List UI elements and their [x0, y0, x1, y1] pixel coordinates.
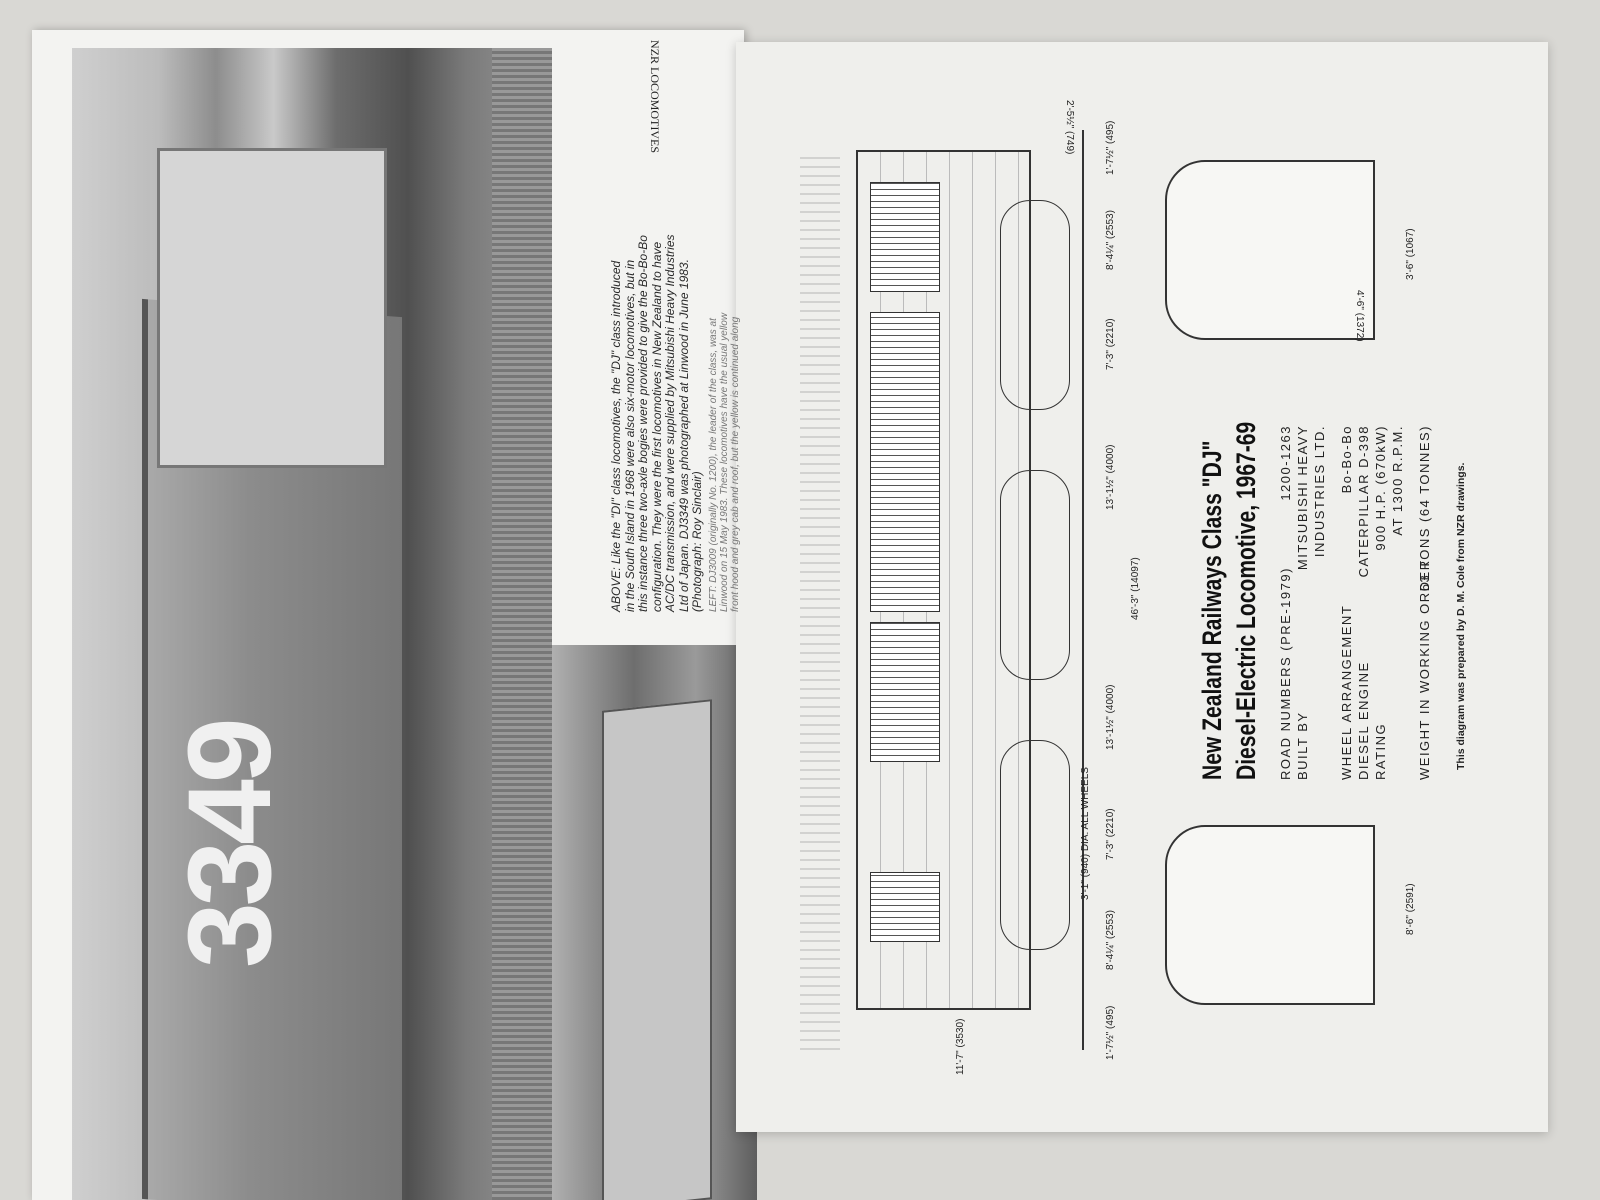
dim-overall-length: 46'-3" (14097) — [1130, 557, 1141, 620]
diagram-credit: This diagram was prepared by D. M. Cole … — [1455, 462, 1467, 770]
spec-value: AT 1300 R.P.M. — [1390, 425, 1405, 536]
spec-value: INDUSTRIES LTD. — [1312, 425, 1327, 558]
bogie — [1000, 200, 1070, 410]
caption-line: (Photograph: Roy Sinclair) — [690, 471, 704, 612]
dim-bogie-wheelbase-2: 7'-3" (2210) — [1105, 318, 1116, 370]
rail-line — [1082, 130, 1084, 1050]
show-through-text — [800, 150, 840, 1050]
spec-value: 900 H.P. (670kW) — [1373, 425, 1388, 551]
dim-end-to-bogie: 8'-4¼" (2553) — [1105, 910, 1116, 970]
grille — [870, 622, 940, 762]
caption-line: Linwood on 15 May 1983. These locomotive… — [719, 312, 730, 612]
dim-wheel-dia: 3'-1" (940) DIA. ALL WHEELS — [1080, 767, 1091, 900]
ballast — [492, 48, 552, 1200]
dim-bogie-wheelbase: 7'-3" (2210) — [1105, 808, 1116, 860]
spec-value: CATERPILLAR D-398 — [1356, 425, 1371, 578]
spec-value: Bo-Bo-Bo — [1339, 425, 1354, 494]
caption-line: LEFT: DJ3009 (originally No. 1200), the … — [708, 318, 719, 612]
dim-end-to-bogie-2: 8'-4¼" (2553) — [1105, 210, 1116, 270]
caption-line: this instance three two-axle bogies were… — [636, 235, 650, 612]
grille — [870, 182, 940, 292]
bogie — [1000, 470, 1070, 680]
end-view-front — [1165, 825, 1375, 1005]
dim-end-overhang-2: 1'-7½" (495) — [1105, 120, 1116, 175]
spec-row: ROAD NUMBERS (PRE-1979) 1200-1263 — [1277, 321, 1294, 780]
dim-track-gauge: 3'-6" (1067) — [1405, 228, 1416, 280]
left-page: 3349 — [32, 30, 757, 1200]
spec-label: WEIGHT IN WORKING ORDER — [1417, 559, 1432, 780]
caption-line: configuration. They were the first locom… — [649, 241, 664, 612]
spec-row: DIESEL ENGINE CATERPILLAR D-398 — [1355, 321, 1372, 780]
spec-label — [1389, 595, 1406, 780]
locomotive-photo-small — [552, 645, 757, 1200]
spec-row: AT 1300 R.P.M. — [1389, 321, 1406, 780]
spec-value: 1200-1263 — [1278, 425, 1293, 501]
locomotive-side-elevation — [856, 150, 1031, 1010]
dim-step-height: 2'-5½" (749) — [1064, 100, 1075, 155]
dim-overall-height: 11'-7" (3530) — [955, 1018, 966, 1075]
spec-label: ROAD NUMBERS (PRE-1979) — [1278, 567, 1293, 780]
spec-value: MITSUBISHI HEAVY — [1295, 425, 1310, 571]
grille — [870, 312, 940, 612]
locomotive-photo-main: 3349 — [72, 48, 552, 1200]
spec-label: WHEEL ARRANGEMENT — [1339, 604, 1354, 780]
dim-bogie-centres-2: 13'-1½" (4000) — [1105, 444, 1116, 511]
caption-line: ABOVE: Like the "DI" class locomotives, … — [609, 260, 623, 612]
spec-value: 63 TONS (64 TONNES) — [1417, 425, 1432, 592]
dim-bogie-centres: 13'-1½" (4000) — [1105, 684, 1116, 751]
caption-above: ABOVE: Like the "DI" class locomotives, … — [609, 234, 705, 613]
spec-row: RATING 900 H.P. (670kW) — [1372, 321, 1389, 780]
diagram-title-block: New Zealand Railways Class "DJ" Diesel-E… — [1195, 321, 1433, 780]
title-line-1: New Zealand Railways Class "DJ" — [1197, 440, 1227, 780]
locomotive-number: 3349 — [164, 721, 296, 968]
end-view-rear — [1165, 160, 1375, 340]
spec-row: INDUSTRIES LTD. — [1311, 321, 1328, 780]
title-line-2: Diesel-Electric Locomotive, 1967-69 — [1231, 421, 1261, 780]
caption-line: in the South Island in 1968 were also si… — [622, 259, 637, 612]
running-head: NZR LOCOMOTIVES — [648, 40, 662, 153]
spec-row: WHEEL ARRANGEMENT Bo-Bo-Bo — [1338, 321, 1355, 780]
bogie — [1000, 740, 1070, 950]
spec-row: BUILT BY MITSUBISHI HEAVY — [1294, 321, 1311, 780]
dim-end-overhang: 1'-7½" (495) — [1105, 1005, 1116, 1060]
spec-table: ROAD NUMBERS (PRE-1979) 1200-1263 BUILT B… — [1277, 321, 1433, 780]
spec-label: RATING — [1373, 722, 1388, 780]
caption-left: LEFT: DJ3009 (originally No. 1200), the … — [708, 313, 741, 612]
grille — [870, 872, 940, 942]
locomotive-small — [602, 699, 712, 1200]
caption-line: AC/DC transmission, and were supplied by… — [663, 234, 677, 613]
dim-width: 8'-6" (2591) — [1405, 883, 1416, 935]
spec-label: BUILT BY — [1295, 711, 1310, 780]
spec-label — [1311, 595, 1328, 780]
locomotive-cab — [157, 148, 387, 468]
caption-line: front hood and grey cab and roof, but th… — [730, 316, 741, 612]
caption-line: Ltd of Japan. DJ3349 was photographed at… — [676, 259, 691, 612]
spec-label: DIESEL ENGINE — [1356, 661, 1371, 780]
